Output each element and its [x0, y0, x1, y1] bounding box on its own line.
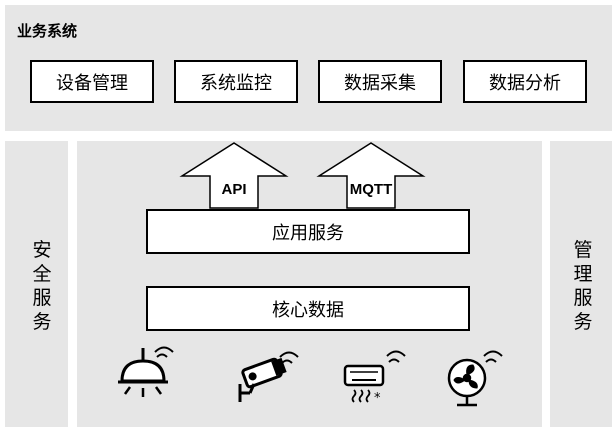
application-service-box[interactable]: 应用服务	[146, 209, 470, 254]
svg-text:*: *	[374, 391, 381, 406]
mqtt-arrow	[316, 142, 426, 209]
api-arrow-label: API	[221, 181, 246, 198]
management-service-panel	[550, 141, 612, 427]
camera-icon	[238, 351, 299, 402]
data-analysis-box[interactable]: 数据分析	[463, 60, 587, 103]
management-service-label: 管理服务	[573, 239, 593, 333]
mqtt-arrow-label: MQTT	[350, 181, 393, 198]
api-arrow	[179, 142, 289, 209]
device-management-box[interactable]: 设备管理	[30, 60, 154, 103]
security-service-label: 安全服务	[32, 239, 52, 333]
security-service-panel	[5, 141, 68, 427]
fan-icon	[447, 350, 503, 407]
lamp-icon	[118, 346, 174, 397]
system-monitoring-box[interactable]: 系统监控	[174, 60, 298, 103]
air-conditioner-icon: *	[343, 350, 406, 406]
business-system-title: 业务系统	[17, 22, 78, 40]
data-collection-box[interactable]: 数据采集	[318, 60, 442, 103]
core-data-box[interactable]: 核心数据	[146, 286, 470, 331]
